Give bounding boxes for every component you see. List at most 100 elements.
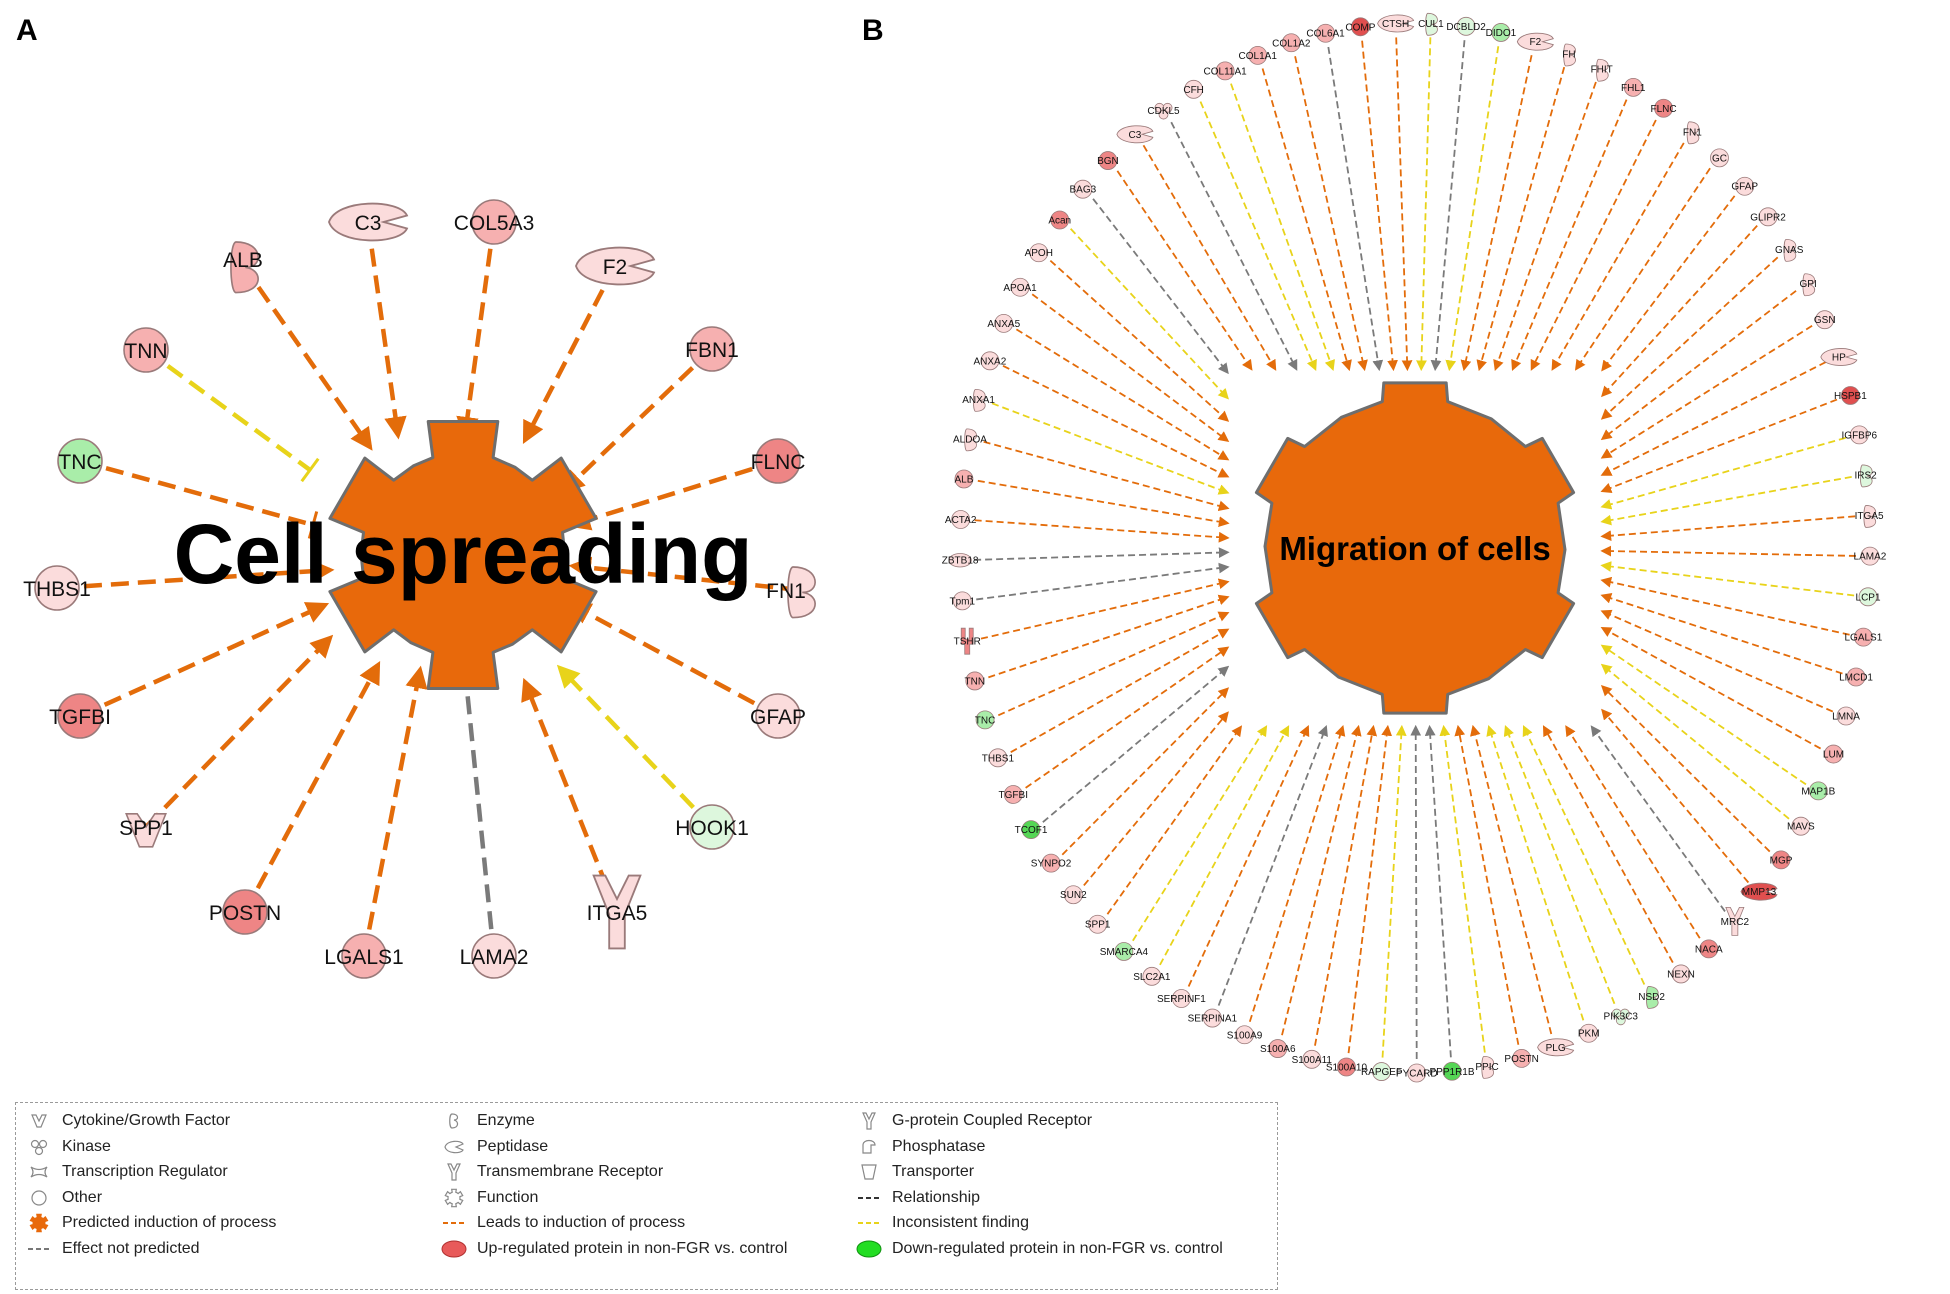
gene-label: RAPGEF: [1361, 1067, 1402, 1078]
edge-cdkl5: [1170, 121, 1298, 371]
edge-tnn: [988, 594, 1230, 679]
gene-label: CUL1: [1418, 19, 1444, 30]
legend-item: Enzyme: [441, 1111, 535, 1131]
edge-gc: [1574, 167, 1711, 371]
gene-node-smarca4: SMARCA4: [1100, 942, 1149, 961]
legend-label: Inconsistent finding: [892, 1214, 1029, 1231]
edge-lmcd1: [1600, 593, 1843, 675]
edge-map1b: [1600, 644, 1807, 786]
gene-label: COL1A2: [1272, 38, 1311, 49]
gene-node-s100a6: S100A6: [1260, 1039, 1296, 1058]
gene-node-c3: C3: [1116, 125, 1154, 144]
legend-label: Transcription Regulator: [62, 1163, 228, 1180]
gene-label: FH: [1562, 49, 1575, 60]
gene-label: PYCARD: [1396, 1068, 1438, 1079]
gene-node-lgals1: LGALS1: [1844, 627, 1883, 647]
edge-bag3: [1092, 198, 1229, 375]
gene-node-zbtb18: ZBTB18: [942, 553, 979, 568]
gene-node-lgals1: LGALS1: [324, 933, 404, 979]
edge-serpina1: [1217, 724, 1328, 1006]
edge-thbs1: [1010, 628, 1230, 753]
gene-label: S100A9: [1227, 1030, 1263, 1041]
gene-label: C3: [1128, 130, 1141, 141]
gene-node-itga5: ITGA5: [1855, 505, 1884, 528]
gene-node-hook1: HOOK1: [675, 804, 749, 850]
gene-node-f2: F2: [575, 246, 656, 286]
gene-node-anxa2: ANXA2: [974, 351, 1007, 371]
gene-label: ALDOA: [953, 434, 987, 445]
phosphatase-icon: [856, 1137, 882, 1157]
edge-tshr: [980, 578, 1230, 640]
gene-node-serpina1: SERPINA1: [1188, 1008, 1238, 1028]
gene-node-mrc2: MRC2: [1721, 906, 1750, 936]
gene-label: TSHR: [954, 637, 981, 648]
gene-node-anxa5: ANXA5: [987, 313, 1021, 333]
gene-node-thbs1: THBS1: [982, 748, 1014, 768]
gene-node-hspb1: HSPB1: [1834, 386, 1867, 405]
gene-label: APOA1: [1003, 283, 1037, 294]
gene-node-igfbp6: IGFBP6: [1842, 425, 1878, 445]
edge-comp: [1361, 40, 1398, 372]
gene-node-plg: PLG: [1537, 1038, 1575, 1057]
edge-lama2: [1600, 545, 1856, 557]
gene-label: BGN: [1097, 156, 1119, 167]
edge-apoh: [1049, 259, 1230, 422]
legend-item: Predicted induction of process: [26, 1213, 276, 1233]
gene-label: TNC: [58, 451, 101, 474]
edge-dcbld2: [1430, 40, 1466, 372]
edge-anxa1: [991, 402, 1230, 495]
edge-lgals1: [361, 665, 428, 957]
gene-label: MRC2: [1721, 917, 1750, 928]
edge-lcp1: [1600, 561, 1855, 597]
edge-rapgef: [1381, 724, 1407, 1058]
gene-node-pycard: PYCARD: [1396, 1063, 1438, 1083]
gene-node-synpo2: SYNPO2: [1031, 853, 1072, 873]
edge-tgfbi: [1025, 646, 1230, 789]
legend-item: Cytokine/Growth Factor: [26, 1111, 230, 1131]
ellipse-red-icon: [441, 1239, 467, 1259]
edge-col1a1: [1261, 68, 1352, 372]
legend-label: Phosphatase: [892, 1137, 986, 1155]
edge-f2: [522, 264, 617, 444]
edge-pkm: [1486, 724, 1585, 1021]
gene-node-comp: COMP: [1345, 17, 1376, 37]
edge-lama2: [455, 665, 497, 957]
gene-label: COL6A1: [1306, 29, 1345, 40]
gene-label: SMARCA4: [1100, 947, 1149, 958]
gene-node-col5a3: COL5A3: [454, 199, 535, 245]
legend-label: Enzyme: [477, 1112, 535, 1129]
gene-label: PIK3C3: [1604, 1012, 1639, 1023]
gene-label: F2: [1529, 37, 1541, 48]
edge-pycard: [1410, 724, 1422, 1059]
ellipse-green-icon: [856, 1239, 882, 1259]
gene-label: LAMA2: [460, 946, 529, 969]
gene-node-cfh: CFH: [1183, 79, 1204, 99]
edge-ppic: [1439, 724, 1486, 1053]
legend-label: Leads to induction of process: [477, 1214, 686, 1231]
gene-label: TCOF1: [1015, 825, 1048, 836]
edge-lmna: [1600, 609, 1834, 713]
edge-c3: [1142, 144, 1277, 371]
gene-label: ANXA2: [974, 356, 1007, 367]
gene-label: PKM: [1578, 1029, 1600, 1040]
gene-node-anxa1: ANXA1: [962, 388, 995, 412]
legend-label: Other: [62, 1188, 103, 1206]
gene-label: PLG: [1546, 1043, 1566, 1054]
edge-s100a10: [1347, 724, 1393, 1054]
edge-tgfbi: [79, 602, 330, 719]
edge-cul1: [1416, 37, 1432, 372]
edge-slc2a1: [1159, 725, 1290, 966]
gene-label: LMNA: [1832, 712, 1860, 723]
gpcr-icon: [856, 1111, 882, 1131]
gene-label: SLC2A1: [1133, 972, 1171, 983]
gene-label: PPP1R1B: [1430, 1067, 1475, 1078]
gene-node-ppp1r1b: PPP1R1B: [1430, 1061, 1475, 1081]
gene-label: COL5A3: [454, 212, 535, 235]
edge-serpinf1: [1187, 725, 1310, 987]
edge-anxa2: [1002, 364, 1230, 478]
dash-orange-icon: [441, 1213, 467, 1233]
gene-node-fhit: FHIT: [1591, 58, 1613, 82]
gene-node-lmna: LMNA: [1832, 706, 1860, 726]
legend-item: Up-regulated protein in non-FGR vs. cont…: [441, 1239, 787, 1259]
